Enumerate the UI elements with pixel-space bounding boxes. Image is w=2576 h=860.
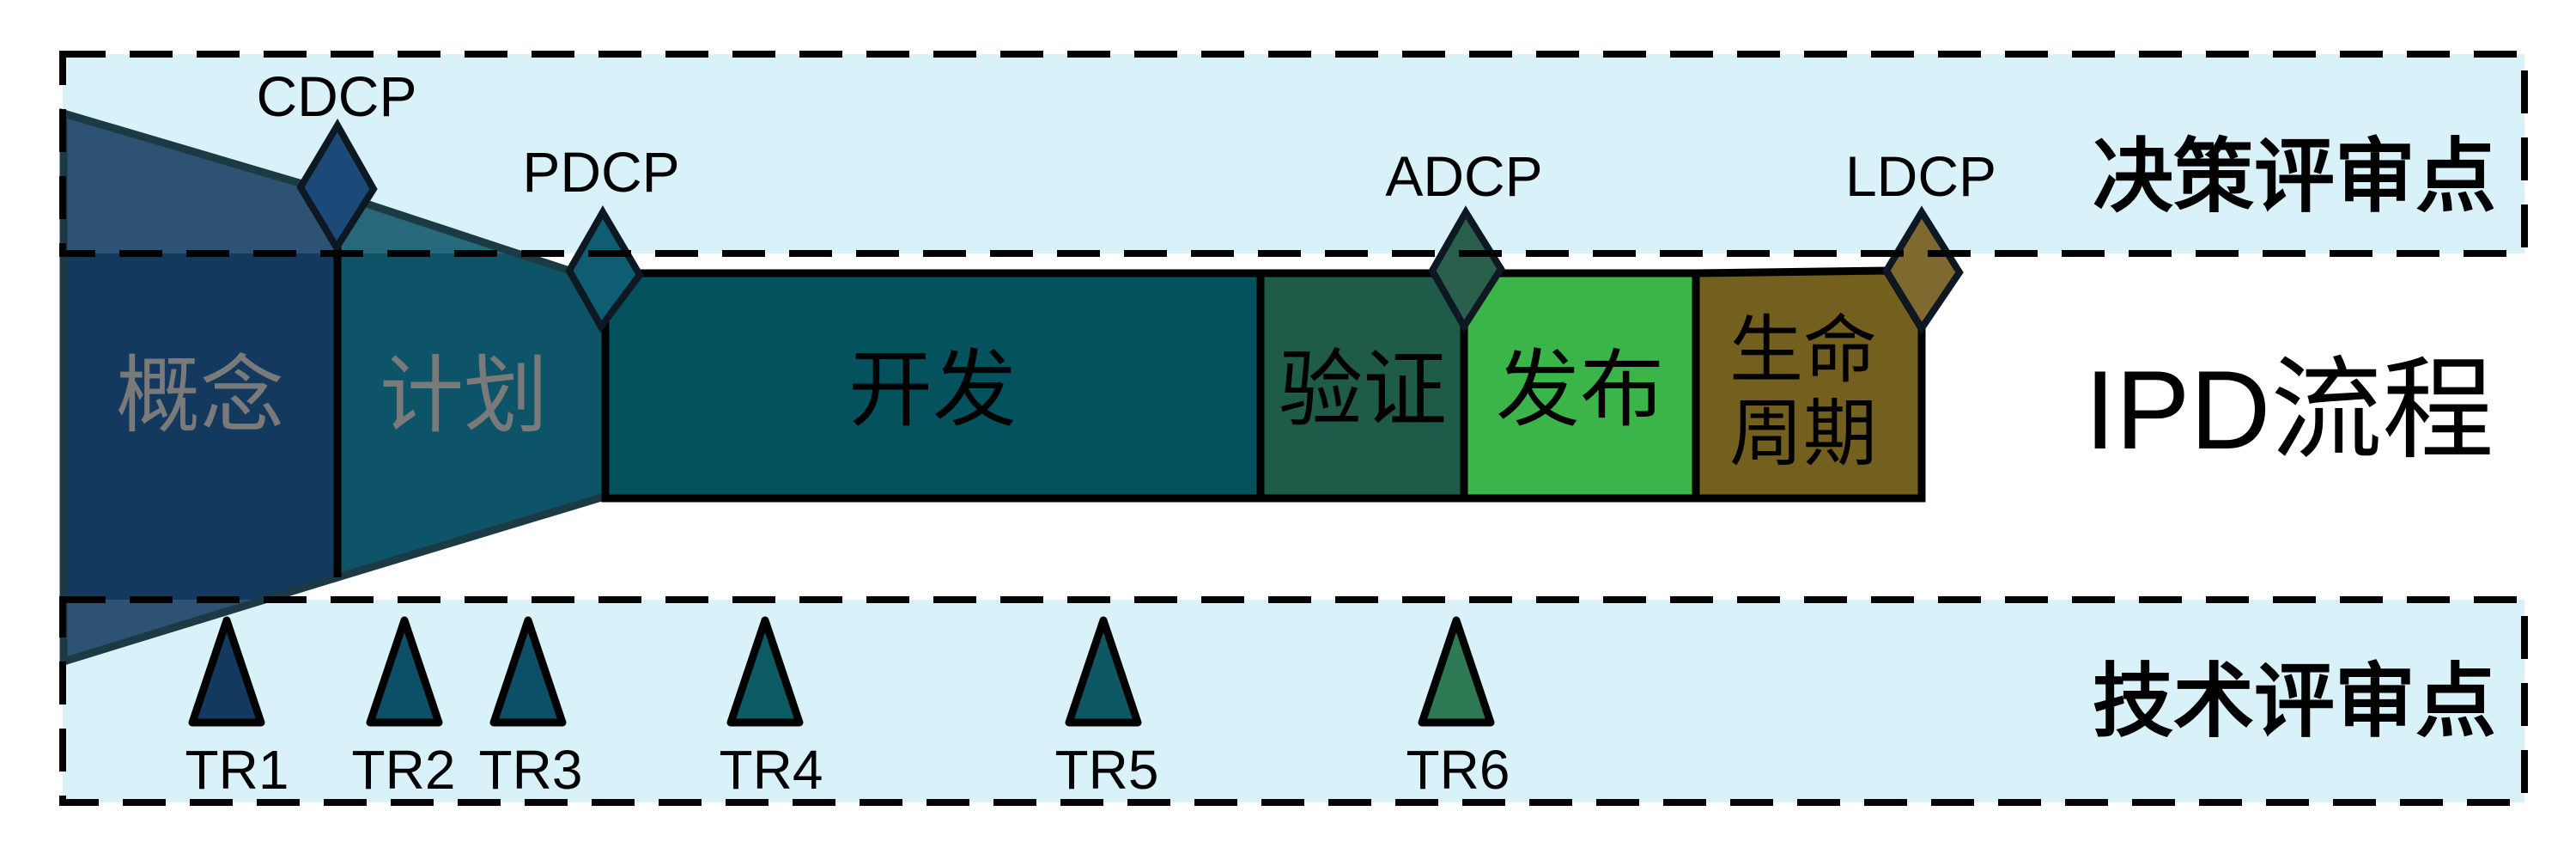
phase-lifecycle-block (1692, 266, 1926, 503)
technical-review-band (63, 600, 2524, 802)
pdcp-label: PDCP (522, 140, 679, 204)
tr3-label: TR3 (479, 739, 583, 801)
tr2-label: TR2 (352, 739, 456, 801)
phase-lifecycle-label-line2: 周期 (1729, 393, 1877, 475)
page-title: IPD流程 (2085, 347, 2494, 473)
decision-band-border (59, 51, 2528, 257)
ldcp-label: LDCP (1845, 144, 1996, 208)
phase-verify-label: 验证 (1279, 342, 1447, 436)
phase-release-block (1460, 269, 1700, 503)
tr5-triangle (1065, 616, 1142, 727)
phase-develop-label: 开发 (848, 342, 1017, 436)
technical-band-border (59, 596, 2528, 806)
phase-verify-block (1256, 269, 1468, 503)
tr6-triangle (1418, 616, 1495, 727)
decision-band-title: 决策评审点 (2093, 131, 2496, 222)
tr3-triangle (489, 616, 567, 727)
tr1-triangle (188, 616, 265, 727)
tr2-triangle (366, 616, 443, 727)
cdcp-diamond (296, 119, 378, 254)
tr5-label: TR5 (1055, 739, 1159, 801)
adcp-label: ADCP (1385, 144, 1542, 208)
phase-lifecycle-label-line1: 生命 (1729, 309, 1877, 392)
tr4-label: TR4 (720, 739, 823, 801)
cdcp-label: CDCP (256, 64, 416, 128)
phase-concept-shape (64, 253, 337, 600)
phase-develop-block (601, 269, 1265, 503)
phase-release-label: 发布 (1496, 342, 1664, 436)
technical-band-title: 技术评审点 (2093, 656, 2496, 747)
phase-plan-shape (337, 253, 607, 577)
tr4-triangle (726, 616, 804, 727)
tr1-label: TR1 (185, 739, 289, 801)
tr6-label: TR6 (1406, 739, 1510, 801)
phase-plan-label: 计划 (380, 348, 548, 442)
decision-review-band (63, 54, 2524, 253)
phase-concept-label: 概念 (116, 348, 284, 442)
